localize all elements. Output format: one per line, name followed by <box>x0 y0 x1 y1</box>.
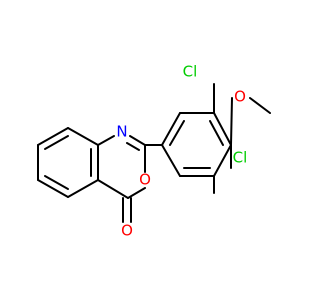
bond <box>37 127 69 146</box>
bond <box>67 179 99 198</box>
bond <box>37 179 69 198</box>
bond <box>67 127 99 146</box>
bond <box>169 120 185 146</box>
bond <box>213 112 232 146</box>
nitrogen-label: N <box>116 123 127 141</box>
bond <box>97 179 129 199</box>
bond <box>209 120 224 146</box>
ring-oxygen-label: O <box>139 171 151 189</box>
bond <box>127 187 146 199</box>
bond <box>97 135 115 146</box>
bond <box>213 144 232 177</box>
bond <box>161 144 181 177</box>
top-chlorine-label: Cl <box>183 63 198 81</box>
bond-lines <box>37 83 271 223</box>
bond <box>44 175 69 190</box>
bond <box>230 97 233 146</box>
bond <box>249 97 271 114</box>
bond <box>161 112 181 146</box>
molecule-drawing: N O O Cl Cl O <box>37 63 271 240</box>
atom-labels: N O O Cl Cl O <box>116 63 247 240</box>
structure-canvas: N O O Cl Cl O <box>37 62 271 240</box>
bond <box>129 135 146 146</box>
carbonyl-oxygen-label: O <box>121 222 133 240</box>
bottom-chlorine-label: Cl <box>233 149 248 167</box>
bond <box>126 142 140 151</box>
methoxy-oxygen-label: O <box>234 88 246 106</box>
bond <box>44 135 69 150</box>
